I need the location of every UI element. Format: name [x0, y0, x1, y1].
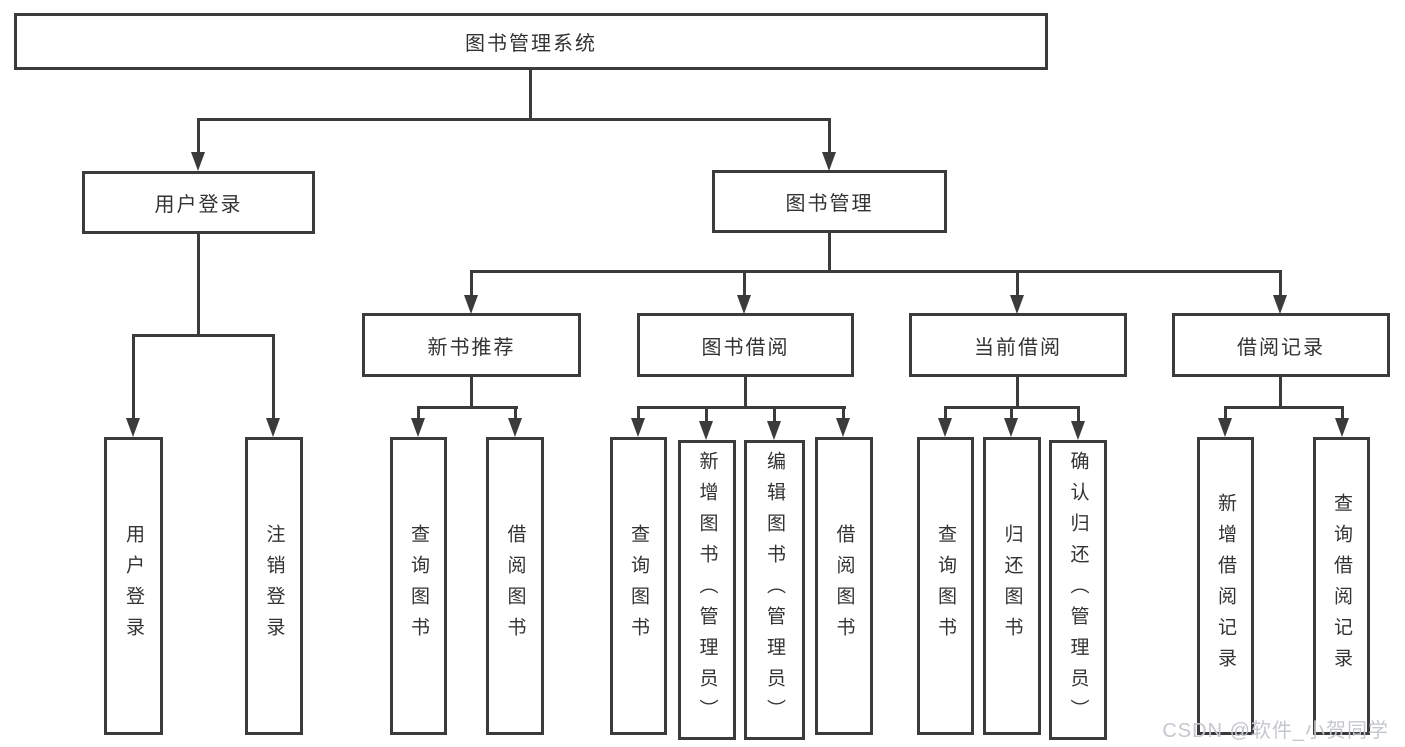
connector-line: [828, 233, 831, 273]
arrow-down-icon: [1004, 418, 1018, 437]
connector-line: [773, 406, 776, 422]
connector-line: [1224, 406, 1227, 420]
connector-line: [197, 118, 200, 154]
arrow-down-icon: [1010, 295, 1024, 314]
arrow-down-icon: [266, 418, 280, 437]
connector-line: [470, 270, 473, 298]
csdn-watermark: CSDN @软件_小贺同学: [1162, 720, 1389, 742]
connector-line: [514, 406, 517, 420]
node-leaf-user-login: 用户登录: [104, 437, 163, 735]
arrow-down-icon: [508, 418, 522, 437]
node-user-login: 用户登录: [82, 171, 315, 234]
connector-line: [1341, 406, 1344, 420]
node-label: 用户登录: [123, 524, 144, 648]
node-book-management: 图书管理: [712, 170, 947, 233]
node-label: 新增图书（管理员）: [696, 450, 718, 730]
node-leaf-add-borrow-record: 新增借阅记录: [1197, 437, 1254, 735]
node-label: 注销登录: [263, 524, 285, 648]
connector-line: [828, 118, 831, 154]
node-label: 借阅图书: [833, 524, 855, 648]
node-label: 当前借阅: [974, 336, 1062, 359]
connector-line: [529, 70, 532, 120]
node-label: 归还图书: [1001, 524, 1023, 648]
arrow-down-icon: [938, 418, 952, 437]
arrow-down-icon: [411, 418, 425, 437]
node-leaf-borrow-books: 借阅图书: [815, 437, 873, 735]
connector-line: [132, 334, 135, 420]
node-leaf-query-books: 查询图书: [917, 437, 974, 735]
arrow-down-icon: [464, 295, 478, 314]
connector-line: [637, 406, 846, 409]
connector-line: [197, 234, 200, 337]
node-label: 查询图书: [935, 524, 956, 648]
node-current-borrowing: 当前借阅: [909, 313, 1127, 377]
node-label: 新书推荐: [427, 336, 516, 359]
connector-line: [744, 377, 747, 409]
node-label: 用户登录: [154, 194, 243, 216]
connector-line: [842, 406, 845, 420]
node-leaf-query-books: 查询图书: [610, 437, 667, 735]
connector-line: [1077, 406, 1080, 422]
connector-line: [1279, 377, 1282, 409]
arrow-down-icon: [737, 295, 751, 314]
arrow-down-icon: [822, 152, 836, 171]
node-leaf-logout: 注销登录: [245, 437, 303, 735]
node-leaf-query-borrow-record: 查询借阅记录: [1313, 437, 1370, 735]
node-label: 查询借阅记录: [1331, 493, 1352, 679]
arrow-down-icon: [836, 418, 850, 437]
node-label: 查询图书: [408, 524, 429, 648]
node-new-book-recommend: 新书推荐: [362, 313, 581, 377]
node-label: 图书管理: [785, 193, 874, 215]
node-root-library-system: 图书管理系统: [14, 13, 1048, 70]
connector-line: [470, 377, 473, 409]
node-leaf-query-books: 查询图书: [390, 437, 447, 735]
connector-line: [944, 406, 947, 420]
node-book-borrowing: 图书借阅: [637, 313, 854, 377]
arrow-down-icon: [699, 421, 713, 440]
node-label: 借阅记录: [1237, 336, 1325, 359]
connector-line: [272, 334, 275, 420]
connector-line: [417, 406, 518, 409]
node-borrowing-records: 借阅记录: [1172, 313, 1390, 377]
node-label: 确认归还（管理员）: [1067, 450, 1089, 730]
arrow-down-icon: [1335, 418, 1349, 437]
node-label: 新增借阅记录: [1215, 493, 1236, 679]
arrow-down-icon: [1218, 418, 1232, 437]
node-leaf-edit-books-admin: 编辑图书（管理员）: [744, 440, 805, 740]
arrow-down-icon: [191, 152, 205, 171]
node-leaf-confirm-return-admin: 确认归还（管理员）: [1049, 440, 1107, 740]
connector-line: [1279, 270, 1282, 298]
arrow-down-icon: [631, 418, 645, 437]
connector-line: [470, 270, 1282, 273]
connector-line: [197, 118, 831, 121]
connector-line: [417, 406, 420, 420]
node-leaf-return-books: 归还图书: [983, 437, 1041, 735]
arrow-down-icon: [126, 418, 140, 437]
connector-line: [132, 334, 275, 337]
node-leaf-borrow-books: 借阅图书: [486, 437, 544, 735]
connector-line: [1010, 406, 1013, 420]
node-label: 图书借阅: [701, 336, 790, 359]
node-label: 查询图书: [628, 524, 649, 648]
connector-line: [705, 406, 708, 422]
connector-line: [1016, 377, 1019, 409]
node-label: 图书管理系统: [465, 33, 597, 55]
connector-line: [637, 406, 640, 420]
connector-line: [1224, 406, 1344, 409]
arrow-down-icon: [767, 421, 781, 440]
arrow-down-icon: [1071, 421, 1085, 440]
node-leaf-add-books-admin: 新增图书（管理员）: [678, 440, 736, 740]
connector-line: [1016, 270, 1019, 298]
node-label: 编辑图书（管理员）: [764, 450, 785, 730]
node-label: 借阅图书: [504, 524, 526, 648]
arrow-down-icon: [1273, 295, 1287, 314]
connector-line: [743, 270, 746, 298]
